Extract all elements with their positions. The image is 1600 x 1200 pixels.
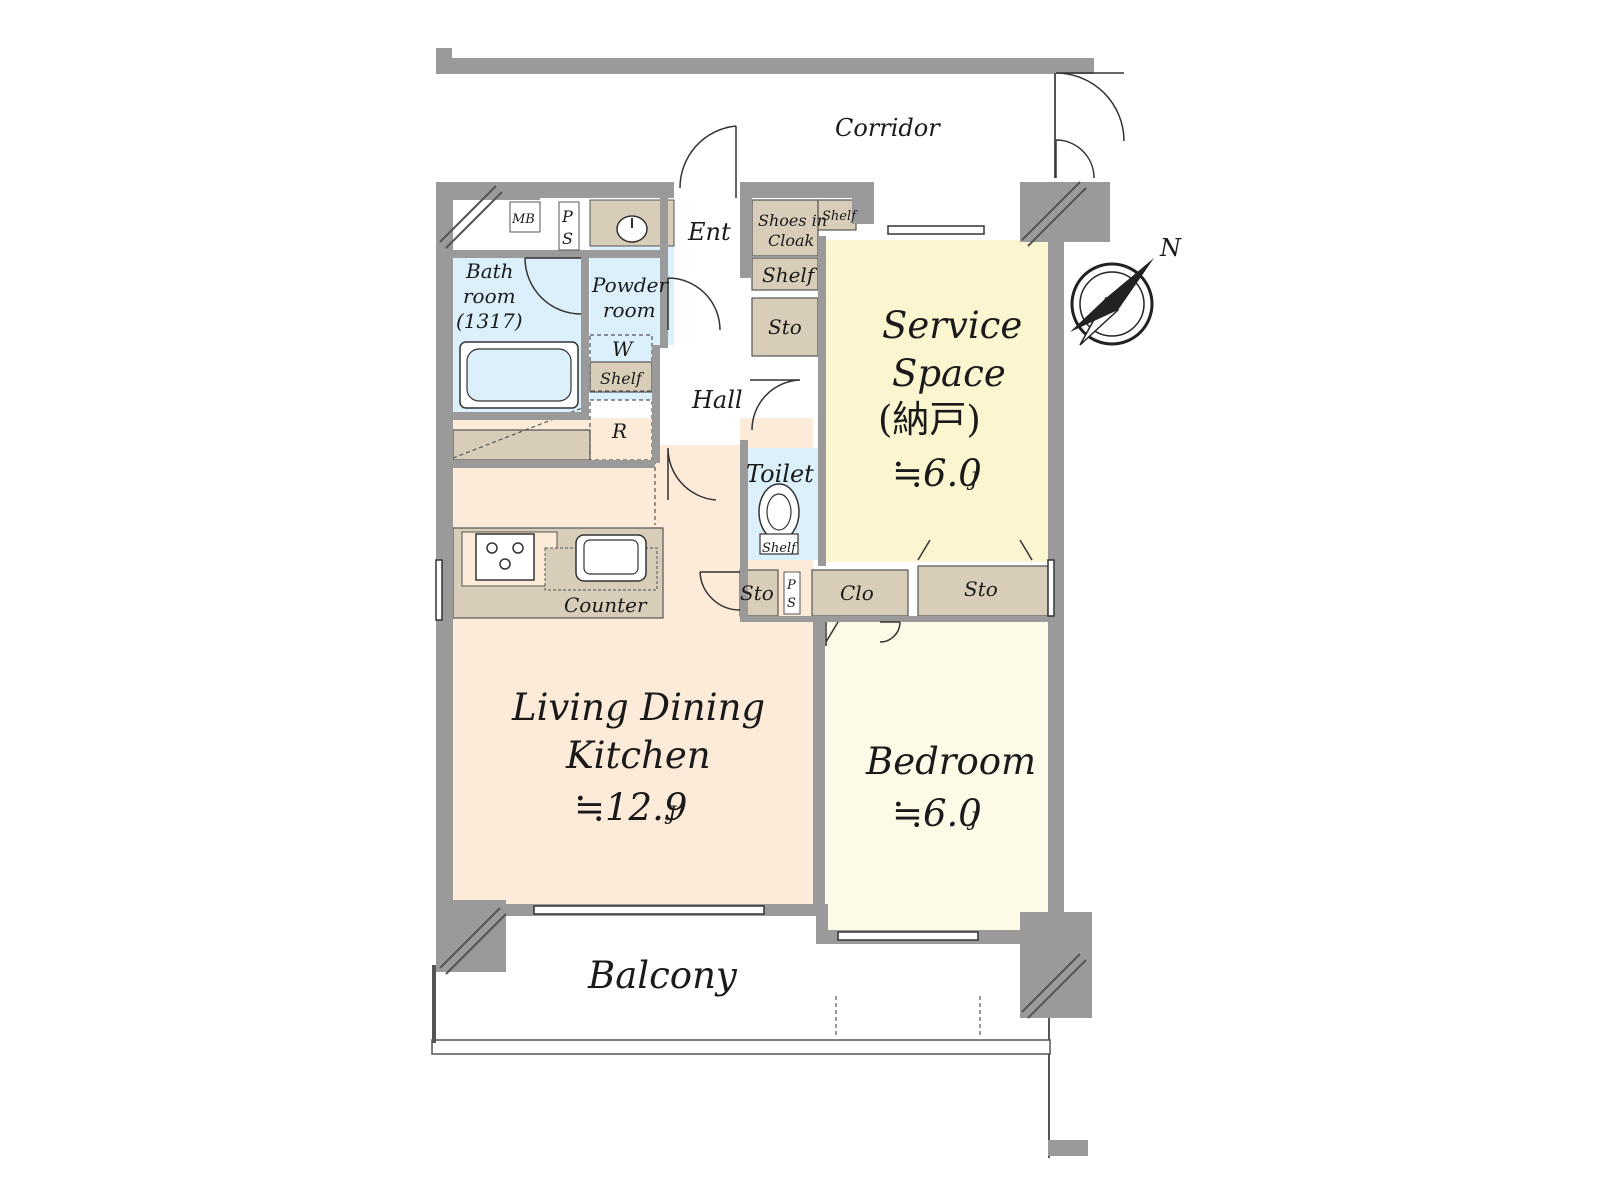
service-space-floor: [826, 240, 1048, 562]
ps-box-top: P S: [558, 201, 580, 251]
bathroom-label-2: room: [463, 284, 516, 308]
svg-text:S: S: [562, 229, 573, 248]
toilet-icon: [758, 483, 800, 555]
ldk-size: ≒12.9: [574, 786, 687, 829]
shoes-in-cloak-label-2: Cloak: [768, 231, 814, 250]
counter-label: Counter: [564, 593, 648, 617]
svg-text:S: S: [787, 596, 796, 611]
svg-text:P: P: [561, 207, 573, 226]
balcony-label: Balcony: [587, 954, 738, 997]
compass-icon: N: [1070, 234, 1182, 346]
service-space-unit: J: [966, 467, 979, 491]
closet-label: Clo: [840, 581, 874, 605]
bathtub-icon: [459, 341, 579, 409]
ps-box-mid: P S: [783, 571, 801, 615]
corridor-door[interactable]: [1055, 72, 1125, 179]
bedroom-size: ≒6.0: [892, 792, 982, 835]
ldk-unit: J: [664, 801, 677, 825]
shelf-label-powder: Shelf: [600, 369, 645, 388]
stove-icon: [475, 533, 535, 581]
service-space-size: ≒6.0: [892, 452, 982, 495]
hall-label: Hall: [691, 386, 743, 414]
hall-floor: [660, 345, 740, 445]
washer-label: W: [612, 337, 634, 361]
windows: [435, 225, 1055, 941]
service-space-name-1: Service: [882, 304, 1022, 347]
entrance-label: Ent: [687, 218, 731, 246]
compass-north-label: N: [1159, 234, 1182, 262]
doors: [524, 125, 1033, 646]
toilet-label: Toilet: [746, 460, 814, 488]
sink-icon: [575, 534, 647, 582]
ldk-name-2: Kitchen: [565, 734, 711, 777]
ldk-name-1: Living Dining: [511, 686, 765, 729]
storage-label-service: Sto: [964, 577, 998, 601]
shelf-label-top: Shelf: [822, 209, 858, 224]
service-space-name-2: Space: [892, 352, 1006, 395]
wall-hatches: [439, 181, 1087, 1019]
service-space-name-jp: (納戸): [878, 398, 981, 441]
bedroom-unit: J: [966, 807, 979, 831]
bedroom-name: Bedroom: [865, 740, 1036, 783]
storage-label-ldk: Sto: [740, 581, 774, 605]
shoes-in-cloak-label-1: Shoes in: [758, 211, 827, 230]
bathroom-label-1: Bath: [465, 259, 514, 283]
bedroom-floor: [826, 622, 1048, 944]
corridor-wall: [436, 48, 1094, 178]
shelf-label-cloak: Shelf: [762, 263, 818, 287]
corridor-label: Corridor: [835, 114, 941, 142]
refrigerator-label: R: [611, 419, 627, 443]
mb-box: MB: [509, 201, 541, 233]
powder-room-label-2: room: [603, 298, 656, 322]
mb-label: MB: [511, 212, 535, 227]
shelf-label-toilet: Shelf: [762, 541, 798, 556]
bathroom-label-3: (1317): [456, 309, 523, 333]
svg-text:P: P: [786, 578, 796, 593]
powder-room-label-1: Powder: [591, 273, 669, 297]
storage-label-hall: Sto: [768, 315, 802, 339]
